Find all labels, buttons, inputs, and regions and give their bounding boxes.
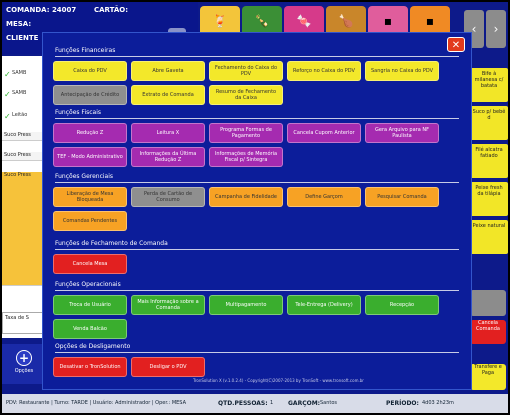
function-button[interactable]: Define Garçom bbox=[287, 187, 361, 207]
check-icon: ✓ bbox=[4, 70, 11, 79]
section-title: Funções Fiscais bbox=[55, 109, 101, 116]
section-divider bbox=[55, 182, 459, 183]
function-button[interactable]: Cancela Cupom Anterior bbox=[287, 123, 361, 143]
dessert-icon[interactable]: ▪ bbox=[410, 6, 450, 36]
mesa-label: MESA: bbox=[6, 20, 32, 28]
function-button[interactable]: Sangria no Caixa do PDV bbox=[365, 61, 439, 81]
transfer-pay-button[interactable]: Transfere e Paga bbox=[470, 364, 506, 390]
category-next-button[interactable]: › bbox=[486, 10, 506, 48]
cliente-label: CLIENTE bbox=[6, 34, 39, 42]
function-button[interactable]: Liberação de Mesa Bloqueada bbox=[53, 187, 127, 207]
order-line-selected[interactable]: Suco Press bbox=[2, 172, 46, 286]
function-button[interactable]: Antecipação de Crédito bbox=[53, 85, 127, 105]
function-button[interactable]: Informações de Memória Fiscal p/ Sintegr… bbox=[209, 147, 283, 167]
function-button[interactable]: Desligar o PDV bbox=[131, 357, 205, 377]
section-title: Funções Operacionais bbox=[55, 281, 121, 288]
product-item[interactable]: Peixe natural bbox=[470, 220, 508, 254]
food-icon[interactable]: ▪ bbox=[368, 6, 408, 36]
chicken-icon[interactable]: 🍗 bbox=[326, 6, 366, 36]
candy-icon[interactable]: 🍬 bbox=[284, 6, 324, 36]
function-button[interactable]: Reforço no Caixa do PDV bbox=[287, 61, 361, 81]
comanda-label: COMANDA: bbox=[6, 6, 50, 14]
drink-icon[interactable]: 🍹 bbox=[200, 6, 240, 36]
section-title: Funções Financeiras bbox=[55, 47, 116, 54]
order-line[interactable]: Suco Press bbox=[2, 132, 46, 141]
function-button[interactable]: Programa Formas de Pagamento bbox=[209, 123, 283, 143]
section-divider bbox=[55, 118, 459, 119]
function-button[interactable]: Extrato de Comanda bbox=[131, 85, 205, 105]
product-item[interactable]: Suco p/ bebê d bbox=[470, 106, 508, 140]
function-button[interactable]: Mais Informação sobre a Comanda bbox=[131, 295, 205, 315]
function-button[interactable]: Redução Z bbox=[53, 123, 127, 143]
function-button[interactable]: Multipagamento bbox=[209, 295, 283, 315]
function-button[interactable]: Resumo de Fechamento da Caixa bbox=[209, 85, 283, 105]
function-button[interactable]: Tele-Entrega (Delivery) bbox=[287, 295, 361, 315]
copyright-text: TronSolution X (v.1.0.2.4) - Copyright(C… bbox=[193, 378, 364, 383]
function-button[interactable]: Perda de Cartão de Consumo bbox=[131, 187, 205, 207]
plus-icon: + bbox=[16, 350, 32, 366]
section-divider bbox=[55, 249, 459, 250]
cartao-label: CARTÃO: bbox=[94, 6, 129, 14]
people-label: QTD.PESSOAS: bbox=[218, 400, 268, 407]
section-title: Funções de Fechamento de Comanda bbox=[55, 240, 168, 247]
section-divider bbox=[55, 290, 459, 291]
function-button[interactable]: Troca de Usuário bbox=[53, 295, 127, 315]
function-button[interactable]: Venda Balcão bbox=[53, 319, 127, 339]
function-button[interactable]: Campanha de Fidelidade bbox=[209, 187, 283, 207]
session-info: PDV: Restaurante | Turno: TARDE | Usuári… bbox=[6, 400, 186, 406]
function-button[interactable]: Leitura X bbox=[131, 123, 205, 143]
waiter-value: Santos bbox=[320, 400, 338, 406]
check-icon: ✓ bbox=[4, 112, 11, 121]
period-value: 4d03 2h23m bbox=[422, 400, 454, 406]
status-bar: PDV: Restaurante | Turno: TARDE | Usuári… bbox=[2, 394, 508, 413]
product-list: Bife à milanesa c/ batata Suco p/ bebê d… bbox=[470, 56, 508, 286]
waiter-label: GARÇOM: bbox=[288, 400, 321, 407]
function-button[interactable]: Fechamento do Caixa do PDV bbox=[209, 61, 283, 81]
period-label: PERÍODO: bbox=[386, 400, 419, 407]
function-button[interactable]: Abre Gaveta bbox=[131, 61, 205, 81]
function-button[interactable]: TEF - Modo Administrativo bbox=[53, 147, 127, 167]
people-value: 1 bbox=[270, 400, 274, 406]
functions-dialog: ✕ TronSolution X (v.1.0.2.4) - Copyright… bbox=[42, 32, 472, 390]
bottle-icon[interactable]: 🍾 bbox=[242, 6, 282, 36]
function-button[interactable]: Recepção bbox=[365, 295, 439, 315]
section-title: Funções Gerenciais bbox=[55, 173, 114, 180]
function-button[interactable]: Desativar o TronSolution bbox=[53, 357, 127, 377]
order-line[interactable]: Suco Press bbox=[2, 152, 46, 161]
service-fee-field[interactable]: Taxa de S bbox=[2, 312, 46, 334]
function-button[interactable]: Comandas Pendentes bbox=[53, 211, 127, 231]
section-title: Opções de Desligamento bbox=[55, 343, 131, 350]
order-item[interactable]: ✓SAMB bbox=[4, 70, 27, 79]
cancel-order-button[interactable]: Cancela Comanda bbox=[470, 320, 506, 344]
product-item[interactable]: Bife à milanesa c/ batata bbox=[470, 68, 508, 102]
product-item[interactable]: Filé alcatra fatiado bbox=[470, 144, 508, 178]
section-divider bbox=[55, 56, 459, 57]
scroll-up-button[interactable] bbox=[470, 290, 506, 316]
options-button[interactable]: + Opções bbox=[2, 344, 46, 384]
product-item[interactable]: Peixe fresh da tilápia bbox=[470, 182, 508, 216]
category-bar: 🍹🍾🍬🍗▪▪ bbox=[198, 2, 476, 38]
close-icon[interactable]: ✕ bbox=[447, 37, 465, 52]
order-item[interactable]: ✓SAMB bbox=[4, 90, 27, 99]
check-icon: ✓ bbox=[4, 90, 11, 99]
comanda-value: 24007 bbox=[51, 6, 77, 14]
section-divider bbox=[55, 352, 459, 353]
function-button[interactable]: Cancela Mesa bbox=[53, 254, 127, 274]
function-button[interactable]: Gera Arquivo para NF Paulista bbox=[365, 123, 439, 143]
function-button[interactable]: Pesquisar Comanda bbox=[365, 187, 439, 207]
order-item[interactable]: ✓Leitão bbox=[4, 112, 28, 121]
function-button[interactable]: Caixa do PDV bbox=[53, 61, 127, 81]
options-label: Opções bbox=[14, 368, 34, 374]
function-button[interactable]: Informações da Última Redução Z bbox=[131, 147, 205, 167]
order-items-list: ✓SAMB ✓SAMB ✓Leitão Suco Press Suco Pres… bbox=[2, 56, 46, 338]
